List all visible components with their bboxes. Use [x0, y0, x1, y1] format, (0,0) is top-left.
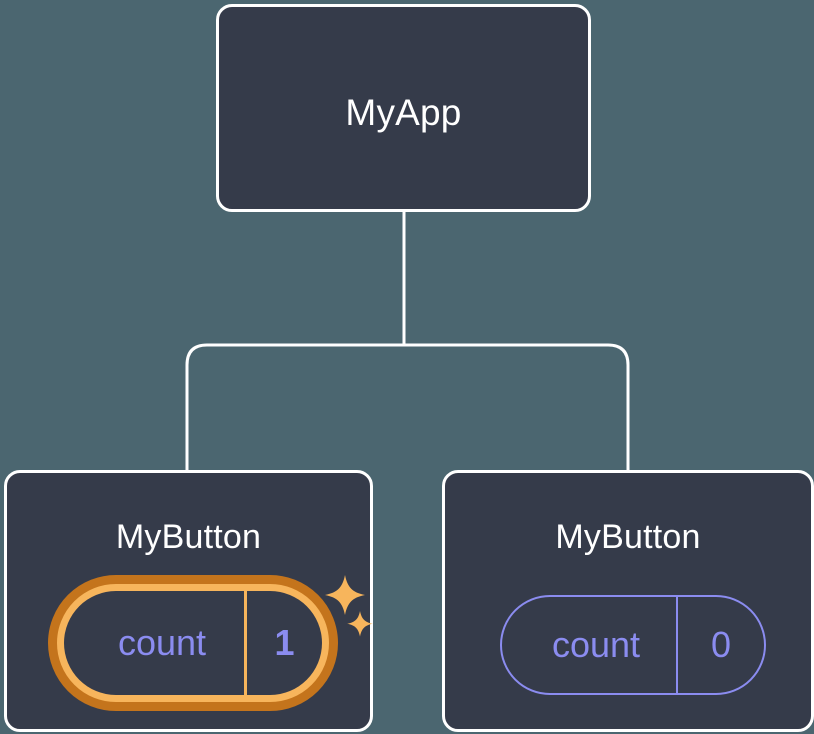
node-myapp-title: MyApp: [345, 92, 462, 133]
node-mybutton-left[interactable]: MyButton count 1: [4, 470, 373, 732]
sparkle-icon-large: [325, 575, 365, 615]
node-myapp[interactable]: MyApp: [216, 4, 591, 212]
sparkle-icon-small: [347, 611, 373, 637]
node-mybutton-right-title: MyButton: [555, 518, 701, 556]
state-key-label: count: [551, 624, 641, 665]
connector-branch-bar: [185, 343, 630, 470]
state-pill-plain[interactable]: count 0: [500, 595, 766, 695]
node-mybutton-right[interactable]: MyButton count 0: [442, 470, 814, 732]
state-pill-highlighted[interactable]: count 1: [48, 575, 338, 711]
node-mybutton-left-title: MyButton: [115, 518, 262, 556]
state-value-label: 1: [244, 591, 322, 695]
state-key-label: count: [117, 622, 207, 663]
state-value-label: 0: [676, 597, 764, 693]
